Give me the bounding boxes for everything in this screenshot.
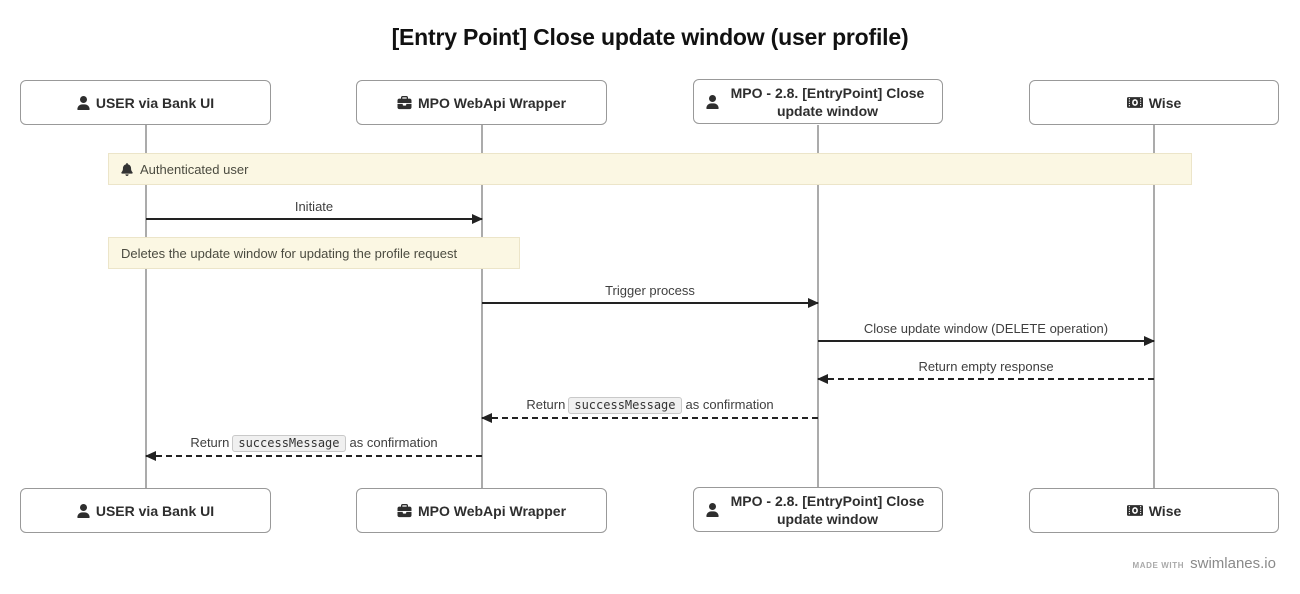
briefcase-icon [397, 95, 412, 110]
note-label: Authenticated user [140, 161, 249, 177]
arrowhead-left-icon [145, 451, 156, 461]
actor-top-wise: Wise [1029, 80, 1279, 125]
footer: MADE WITH swimlanes.io [1133, 555, 1277, 572]
banknote-icon [1126, 505, 1143, 516]
lifeline-user-via-bank-ui [145, 125, 147, 488]
arrowhead-right-icon [808, 298, 819, 308]
message-arrow-line [145, 451, 482, 461]
bell-icon [121, 162, 133, 176]
arrowhead-left-icon [481, 413, 492, 423]
code-chip: successMessage [568, 397, 682, 414]
arrowhead-right-icon [1144, 336, 1155, 346]
diagram-title: [Entry Point] Close update window (user … [391, 24, 909, 50]
message-label: Close update window (DELETE operation) [863, 321, 1109, 336]
note-label: Deletes the update window for updating t… [121, 245, 458, 261]
actor-label: MPO WebApi Wrapper [417, 94, 567, 111]
swimlanes-brand-link[interactable]: swimlanes.io [1190, 555, 1276, 572]
person-icon [706, 502, 719, 517]
message-label: Trigger process [605, 283, 695, 298]
person-icon [706, 94, 719, 109]
message-return-empty-response: Return empty response [817, 358, 1154, 384]
lifeline-mpo-webapi-wrapper [481, 125, 483, 488]
made-with-label: MADE WITH [1132, 561, 1185, 570]
actor-label: MPO - 2.8. [EntryPoint] Close update win… [730, 84, 925, 119]
actor-label: Wise [1148, 502, 1182, 519]
note-deletes-update-window: Deletes the update window for updating t… [108, 237, 520, 269]
note-authenticated-user: Authenticated user [108, 153, 1192, 185]
banknote-icon [1126, 97, 1143, 108]
actor-bottom-mpo-webapi-wrapper: MPO WebApi Wrapper [356, 488, 607, 533]
user-icon [77, 503, 90, 518]
code-chip: successMessage [232, 435, 346, 452]
actor-top-user-via-bank-ui: USER via Bank UI [20, 80, 271, 125]
user-icon [77, 95, 90, 110]
actor-top-mpo-2-8-entrypoint: MPO - 2.8. [EntryPoint] Close update win… [693, 79, 943, 124]
arrowhead-right-icon [472, 214, 483, 224]
message-arrow-line [817, 374, 1154, 384]
actor-label: USER via Bank UI [95, 94, 215, 111]
actor-label: MPO WebApi Wrapper [417, 502, 567, 519]
message-trigger-process: Trigger process [482, 282, 819, 308]
actor-label: USER via Bank UI [95, 502, 215, 519]
actor-bottom-wise: Wise [1029, 488, 1279, 533]
actor-label: MPO - 2.8. [EntryPoint] Close update win… [730, 492, 925, 527]
actor-bottom-mpo-2-8-entrypoint: MPO - 2.8. [EntryPoint] Close update win… [693, 487, 943, 532]
message-label: Initiate [294, 199, 334, 214]
actor-bottom-user-via-bank-ui: USER via Bank UI [20, 488, 271, 533]
message-arrow-line [481, 413, 818, 423]
arrowhead-left-icon [817, 374, 828, 384]
message-initiate: Initiate [146, 198, 483, 224]
actor-top-mpo-webapi-wrapper: MPO WebApi Wrapper [356, 80, 607, 125]
message-label: Return empty response [918, 359, 1054, 374]
message-close-update-window: Close update window (DELETE operation) [818, 320, 1155, 346]
message-arrow-line [818, 336, 1155, 346]
message-arrow-line [146, 214, 483, 224]
actor-label: Wise [1148, 94, 1182, 111]
message-arrow-line [482, 298, 819, 308]
lifeline-wise [1153, 125, 1155, 488]
briefcase-icon [397, 503, 412, 518]
